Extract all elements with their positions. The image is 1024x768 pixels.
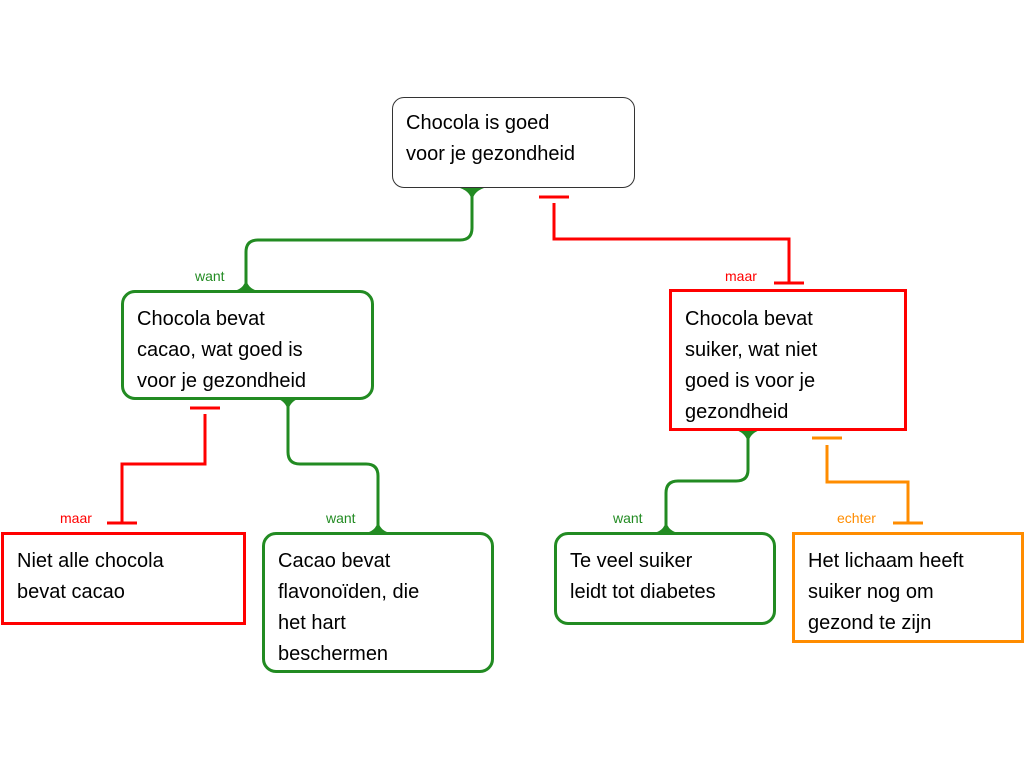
node-text-line: leidt tot diabetes: [570, 581, 716, 603]
node-body-needs-rebuttal[interactable]: Het lichaam heeft suiker nog om gezond t…: [792, 532, 1024, 643]
node-text-line: Niet alle chocola: [17, 550, 164, 572]
node-text-line: voor je gezondheid: [137, 370, 307, 392]
node-text-line: Te veel suiker: [570, 550, 693, 572]
node-text-line: Chocola bevat: [685, 308, 813, 330]
node-text-line: gezond te zijn: [808, 612, 932, 634]
link-label-echter: echter: [837, 510, 876, 526]
link-label-want: want: [613, 510, 643, 526]
node-text-line: beschermen: [278, 643, 389, 665]
link-label-maar: maar: [725, 268, 757, 284]
link-label-want: want: [326, 510, 356, 526]
node-text-line: Chocola bevat: [137, 308, 265, 330]
node-text-line: goed is voor je: [685, 370, 816, 392]
node-text-line: cacao, wat goed is: [137, 339, 303, 361]
link-sugar-to-root: [539, 195, 804, 285]
node-text-line: Het lichaam heeft: [808, 550, 964, 572]
link-body-needs-to-sugar: [812, 436, 923, 525]
node-diabetes-reason[interactable]: Te veel suiker leidt tot diabetes: [554, 532, 776, 625]
node-flavonoids-reason[interactable]: Cacao bevat flavonoïden, die het hart be…: [262, 532, 494, 673]
node-text-line: het hart: [278, 612, 346, 634]
node-text-line: voor je gezondheid: [406, 143, 576, 165]
link-label-maar: maar: [60, 510, 92, 526]
node-cacao-reason[interactable]: Chocola bevat cacao, wat goed is voor je…: [121, 290, 374, 400]
node-sugar-objection[interactable]: Chocola bevat suiker, wat niet goed is v…: [669, 289, 907, 431]
node-text-line: suiker, wat niet: [685, 339, 818, 361]
link-not-all-to-cacao: [107, 406, 220, 525]
node-text-line: gezondheid: [685, 401, 789, 423]
node-not-all-objection[interactable]: Niet alle chocola bevat cacao: [1, 532, 246, 625]
node-root-claim[interactable]: Chocola is goed voor je gezondheid: [392, 97, 635, 188]
node-text-line: Cacao bevat: [278, 550, 391, 572]
link-cacao-to-root: [234, 188, 484, 291]
node-text-line: flavonoïden, die: [278, 581, 420, 603]
link-label-want: want: [195, 268, 225, 284]
node-text-line: bevat cacao: [17, 581, 125, 603]
link-flavonoids-to-cacao: [276, 398, 390, 533]
node-text-line: suiker nog om: [808, 581, 934, 603]
link-diabetes-to-sugar: [654, 430, 760, 533]
node-text-line: Chocola is goed: [406, 112, 550, 134]
